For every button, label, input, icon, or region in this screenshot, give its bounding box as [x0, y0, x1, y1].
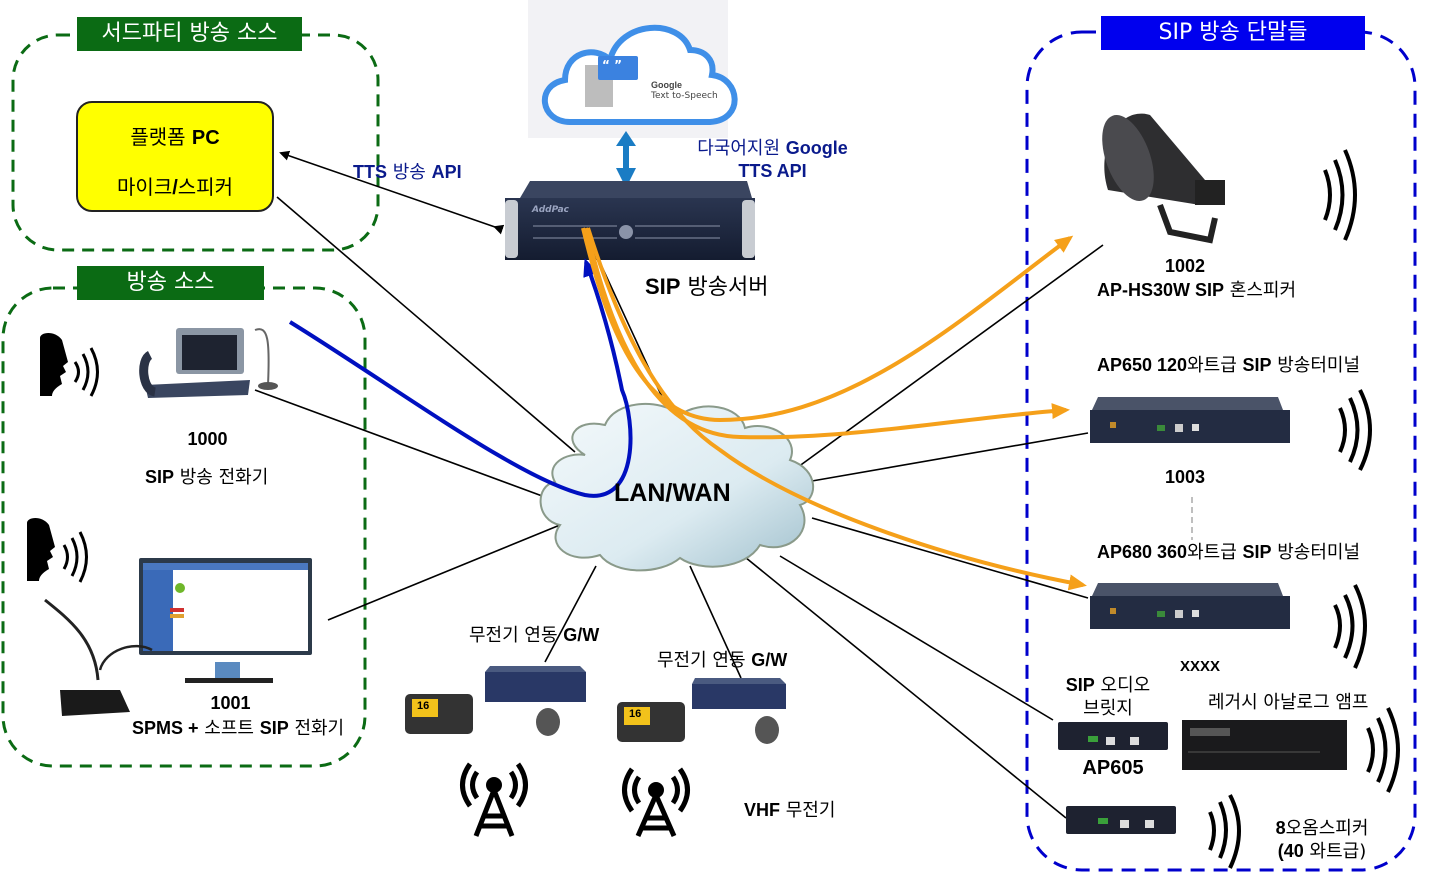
link-phone-lan: [254, 389, 554, 501]
horn-extension-label: 1002: [1164, 256, 1206, 276]
speaking-head-icon: [40, 333, 68, 396]
ap605-device: [1058, 722, 1168, 750]
speaking-head-icon-2: [27, 518, 55, 581]
horn-speaker-device: [1102, 113, 1225, 244]
link-lan-gw1: [544, 565, 597, 663]
speech-bubble-icon: [598, 56, 638, 80]
ohm-speaker-label: 8오옴스피커 (40 와트급): [1275, 818, 1369, 862]
link-spms-lan: [327, 524, 561, 621]
orange-flow-to-ap650: [584, 227, 1070, 440]
legacy-amp-device: [1182, 720, 1347, 770]
ap650-device: [1090, 397, 1290, 443]
sip-phone-label: SIP 방송 전화기: [145, 467, 269, 488]
third-party-group-title: 서드파티 방송 소스: [77, 17, 302, 51]
platform-pc-label: 플랫폼 PC: [130, 125, 220, 149]
link-lan-ap605: [779, 555, 1054, 721]
link-lan-horn: [797, 244, 1104, 468]
link-lan-gw2: [689, 565, 742, 679]
radio-gateway-1: [405, 666, 586, 736]
google-tts-cloud: [528, 0, 738, 138]
phone-extension-label: 1000: [187, 429, 228, 449]
antenna-tower-icon-2: [622, 767, 690, 838]
tts-broadcast-api-label: TTS 방송 API: [353, 162, 462, 183]
horn-speaker-label: AP-HS30W SIP 혼스피커: [1097, 280, 1297, 301]
horn-sound-wave-icon: [1323, 149, 1357, 241]
sip-audio-bridge-label: SIP 오디오 브릿지: [1065, 675, 1151, 719]
link-lan-ap680: [811, 517, 1089, 599]
link-pc-lan: [276, 196, 576, 453]
spms-extension-label: 1001: [210, 693, 251, 713]
desk-microphone-device: [44, 598, 153, 716]
ap605-model-label: AP605: [1082, 757, 1144, 779]
radio-gateway-2-label: 무전기 연동 G/W: [657, 650, 788, 671]
ap650-sound-wave-icon: [1338, 389, 1372, 471]
quote-icon: “ ”: [602, 58, 622, 72]
server-brand-label: AddPac: [532, 205, 570, 215]
source1-sound-wave-icon: [73, 347, 99, 397]
radio-1-channel: 16: [417, 700, 430, 712]
sound-waves: [62, 149, 1400, 869]
platform-pc-box[interactable]: 플랫폼 PC 마이크/스피커: [76, 101, 274, 212]
vhf-radio-label: VHF 무전기: [744, 800, 836, 821]
third-party-group-border: [11, 33, 380, 252]
spms-monitor-device: [139, 558, 312, 683]
ap650-extension-label: 1003: [1164, 467, 1206, 487]
ap680-device: [1090, 583, 1290, 629]
source2-sound-wave-icon: [62, 531, 88, 583]
google-tts-label: 다국어지원 Google TTS API: [697, 138, 848, 181]
lan-wan-label: LAN/WAN: [614, 479, 731, 507]
sip-server-label: SIP 방송서버: [645, 274, 769, 300]
blue-flow-phone-to-server: [288, 258, 633, 498]
radio-2-channel: 16: [629, 708, 642, 720]
platform-mic-speaker-label: 마이크/스피커: [117, 175, 233, 199]
legacy-amp-label: 레거시 아날로그 앰프: [1208, 692, 1369, 713]
bridge-device: [1066, 806, 1176, 834]
sip-phone-device: [139, 328, 278, 398]
link-pc-server: [279, 150, 505, 235]
sip-server-device: [505, 181, 755, 260]
orange-flow-to-ap680: [586, 227, 1087, 591]
radio-gateway-1-label: 무전기 연동 G/W: [469, 625, 600, 646]
terminals-group-title: SIP 방송 단말들: [1101, 16, 1365, 50]
spms-softphone-label: SPMS + 소프트 SIP 전화기: [132, 718, 345, 739]
ap680-sound-wave-icon: [1333, 584, 1367, 669]
ap650-title: AP650 120와트급 SIP 방송터미널: [1097, 355, 1361, 376]
speaker-sound-wave-icon: [1208, 794, 1241, 869]
orange-flow-to-horn: [581, 227, 1074, 423]
radio-gateway-2: [617, 678, 786, 744]
tts-link-arrow: [616, 131, 636, 188]
amp-sound-wave-icon: [1366, 707, 1400, 793]
link-lan-bridge2: [739, 552, 1067, 819]
google-tts-cloud-text: Google Text to-Speech: [651, 80, 718, 101]
antenna-tower-icon: [460, 762, 528, 837]
link-lan-ap650: [811, 432, 1089, 482]
ap680-extension-label: XXXX: [1179, 658, 1221, 675]
sources-group-title: 방송 소스: [77, 266, 264, 300]
ap680-title: AP680 360와트급 SIP 방송터미널: [1097, 542, 1361, 563]
